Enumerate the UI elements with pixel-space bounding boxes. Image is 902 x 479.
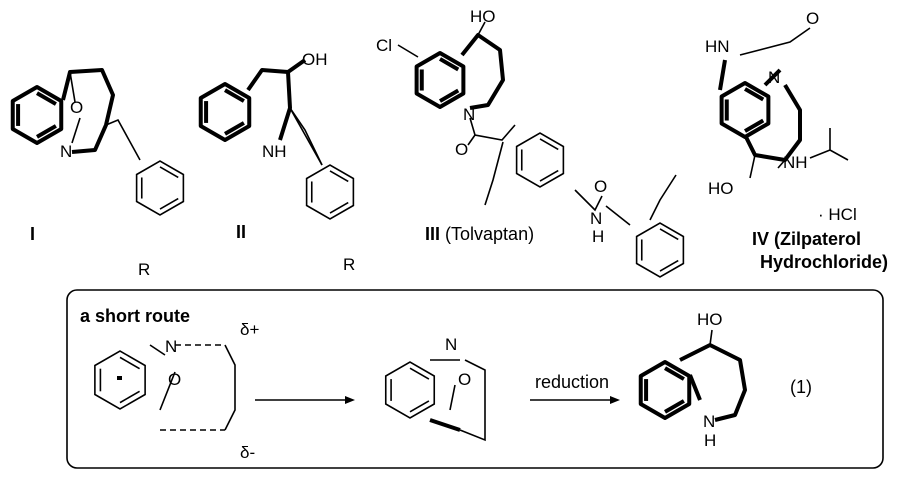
- route-title: a short route: [80, 306, 190, 326]
- benzene-ring: [94, 350, 146, 410]
- double-bond: [329, 201, 349, 214]
- route-box: [66, 289, 884, 469]
- atom-N: N: [165, 337, 177, 356]
- double-bond: [659, 228, 679, 241]
- atom-O: O: [594, 177, 607, 196]
- atom-Cl: Cl: [376, 36, 392, 55]
- atom-N: N: [590, 209, 602, 228]
- double-bond: [409, 367, 430, 380]
- equation-number: (1): [790, 377, 812, 397]
- double-bond: [159, 166, 179, 179]
- atom-N: N: [463, 105, 475, 124]
- atom-HO: HO: [697, 310, 723, 329]
- aromatic-rings: [10, 51, 771, 420]
- benzene-ring: [384, 361, 436, 419]
- atom-N: N: [445, 335, 457, 354]
- atom-NH: NH: [783, 153, 808, 172]
- double-bond: [409, 400, 430, 413]
- atom-O: O: [458, 370, 471, 389]
- atom-R: R: [343, 255, 355, 274]
- benzene-ring: [305, 164, 355, 220]
- benzene-ring: [414, 51, 466, 109]
- atom-HCl: · HCl: [818, 205, 857, 224]
- delta-minus: δ-: [240, 443, 255, 462]
- atom-NH: NH: [262, 142, 287, 161]
- double-bond: [664, 366, 685, 381]
- double-bond: [439, 88, 460, 103]
- double-bond: [539, 169, 559, 182]
- double-bond: [119, 356, 140, 370]
- benzene-ring: [638, 360, 692, 420]
- atom-O: O: [70, 98, 83, 117]
- delta-plus: δ+: [240, 320, 259, 339]
- double-bond: [224, 121, 245, 136]
- benzene-ring: [635, 222, 685, 278]
- double-bond: [744, 118, 765, 133]
- bond-skeleton: [61, 21, 884, 469]
- atom-O: O: [455, 140, 468, 159]
- atom-N: N: [768, 68, 780, 87]
- double-bond: [438, 57, 460, 72]
- benzene-ring: [719, 81, 771, 139]
- double-bond: [159, 197, 179, 210]
- atom-O: O: [168, 370, 181, 389]
- atom-HO: HO: [708, 179, 734, 198]
- atom-HN: HN: [705, 37, 730, 56]
- double-bond: [36, 91, 57, 106]
- atom-N: N: [703, 412, 715, 431]
- benzene-ring: [135, 160, 185, 216]
- compound-label-I: I: [30, 224, 35, 244]
- double-bond: [539, 138, 559, 151]
- compound-number: III: [425, 224, 440, 244]
- atom-R: R: [138, 260, 150, 279]
- atom-H: H: [704, 431, 716, 450]
- benzene-ring: [515, 132, 565, 188]
- compound-label-III: III (Tolvaptan): [425, 224, 534, 244]
- atom-H: H: [592, 227, 604, 246]
- double-bond: [329, 170, 349, 183]
- compound-label-IV-line2: Hydrochloride): [760, 252, 888, 272]
- double-bond: [744, 87, 765, 102]
- benzene-ring: [198, 82, 252, 142]
- atom-O: O: [806, 9, 819, 28]
- atom-HO: HO: [470, 7, 496, 26]
- compound-name: (Tolvaptan): [445, 224, 534, 244]
- atom-OH: OH: [302, 50, 328, 69]
- double-bond: [119, 390, 140, 404]
- double-bond: [664, 399, 685, 414]
- benzene-ring: [10, 85, 64, 145]
- compound-label-II: II: [236, 222, 246, 242]
- double-bond: [224, 88, 245, 103]
- reaction-arrow-label: reduction: [535, 372, 609, 392]
- atom-N: N: [60, 142, 72, 161]
- double-bond: [659, 259, 679, 272]
- compound-label-IV-line1: IV (Zilpaterol: [752, 229, 861, 249]
- double-bond: [36, 124, 57, 139]
